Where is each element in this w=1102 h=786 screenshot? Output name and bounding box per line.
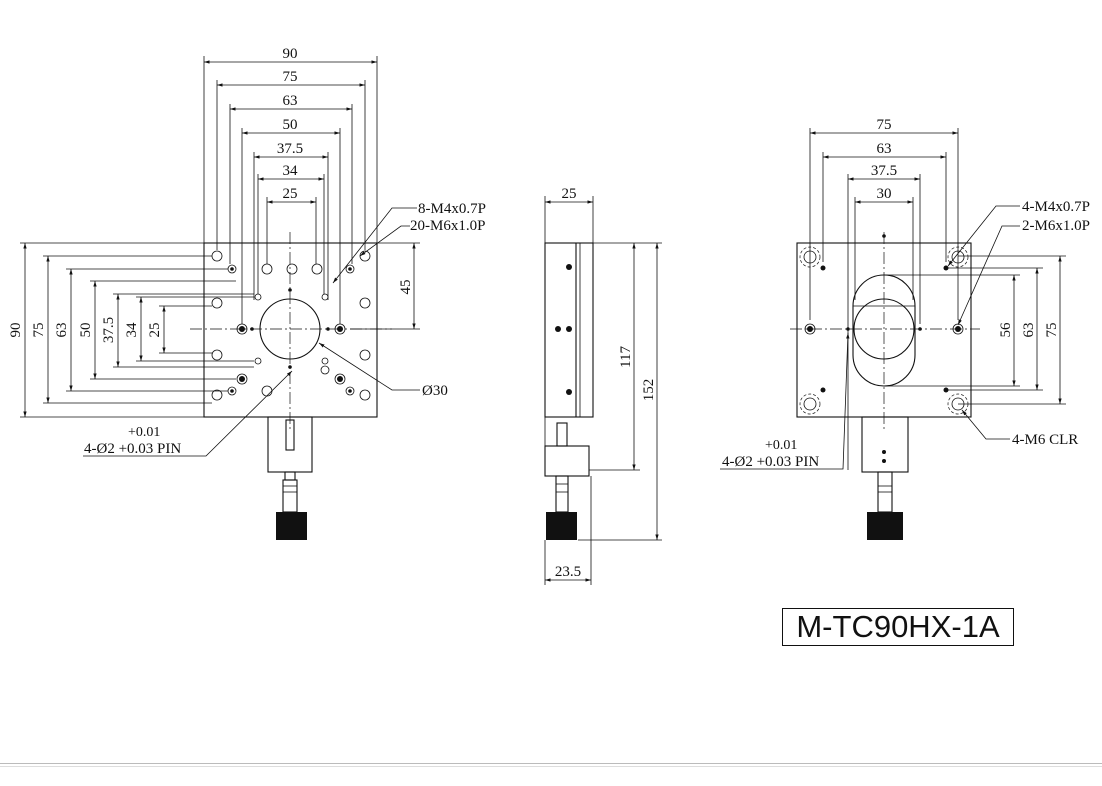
front-pin-tol: +0.01 (128, 425, 160, 440)
front-h-dim-75: 75 (283, 69, 298, 85)
front-v-dim-50: 50 (78, 323, 94, 338)
rear-pin-tol: +0.01 (765, 438, 797, 453)
front-v-dim-25: 25 (147, 323, 163, 338)
rear-v-dim-56: 56 (998, 322, 1014, 338)
side-width-top: 25 (562, 186, 577, 202)
rear-drive-housing (861, 416, 909, 473)
rear-callout-m4: 4-M4x0.7P (1022, 199, 1090, 215)
side-view: 25 117 152 23.5 (544, 186, 662, 585)
rear-h-dim-63: 63 (877, 141, 892, 157)
front-horizontal-dims: 90 75 63 50 37.5 34 25 (203, 46, 378, 324)
side-knob (546, 512, 577, 540)
rear-callouts: 4-M4x0.7P 2-M6x1.0P 4-M6 CLR +0.01 4-Ø2 … (720, 199, 1090, 470)
front-h-dim-90: 90 (283, 46, 298, 62)
side-stage-body (544, 242, 594, 418)
front-dim-45-label: 45 (398, 280, 414, 295)
front-vertical-dims: 90 75 63 50 37.5 34 25 (8, 242, 254, 418)
model-number: M-TC90HX-1A (782, 608, 1014, 646)
front-callout-bore: Ø30 (422, 383, 448, 399)
rear-callout-clr: 4-M6 CLR (1012, 432, 1078, 448)
front-v-dim-75: 75 (31, 323, 47, 338)
rear-callout-m6: 2-M6x1.0P (1022, 218, 1090, 234)
front-knob (276, 512, 307, 540)
rear-v-dim-75: 75 (1044, 323, 1060, 338)
front-dim-45: 45 (350, 242, 420, 330)
rear-h-dim-37-5: 37.5 (871, 163, 897, 179)
front-v-dim-63: 63 (54, 323, 70, 338)
front-h-dim-25: 25 (283, 186, 298, 202)
rear-v-dim-63: 63 (1021, 323, 1037, 338)
side-width-bottom: 23.5 (555, 564, 581, 580)
side-dims: 25 117 152 23.5 (544, 186, 662, 585)
rear-pin-label: 4-Ø2 +0.03 PIN (722, 454, 819, 470)
front-v-dim-37-5: 37.5 (101, 317, 117, 343)
rear-slot (852, 274, 916, 387)
front-m6-holes (211, 250, 371, 401)
rear-h-dim-75: 75 (877, 117, 892, 133)
front-callouts: 8-M4x0.7P 20-M6x1.0P Ø30 +0.01 4-Ø2 +0.0… (83, 201, 486, 457)
front-view: 90 75 63 50 37.5 34 25 (8, 46, 486, 540)
side-height-152: 152 (641, 379, 657, 402)
rear-vertical-dims: 56 63 75 (884, 255, 1066, 405)
side-height-117: 117 (618, 346, 634, 368)
front-callout-m6: 20-M6x1.0P (410, 218, 485, 234)
front-callout-m4: 8-M4x0.7P (418, 201, 486, 217)
front-pin-label: 4-Ø2 +0.03 PIN (84, 441, 181, 457)
front-v-dim-90: 90 (8, 323, 24, 338)
front-drive-housing (267, 416, 313, 473)
rear-h-dim-30: 30 (877, 186, 892, 202)
front-v-dim-34: 34 (124, 322, 140, 338)
rear-knob (867, 512, 903, 540)
front-h-dim-50: 50 (283, 117, 298, 133)
front-h-dim-34: 34 (283, 163, 299, 179)
front-h-dim-37-5: 37.5 (277, 141, 303, 157)
front-tapped-holes (227, 264, 355, 396)
center-bore (259, 298, 321, 360)
rear-horizontal-dims: 75 63 37.5 30 (809, 117, 959, 470)
bottom-divider-top (0, 763, 1102, 764)
bottom-divider-bottom (0, 766, 1102, 767)
front-h-dim-63: 63 (283, 93, 298, 109)
rear-view: 75 63 37.5 30 56 63 75 4-M4x0.7P 2-M6x1.… (720, 117, 1090, 540)
